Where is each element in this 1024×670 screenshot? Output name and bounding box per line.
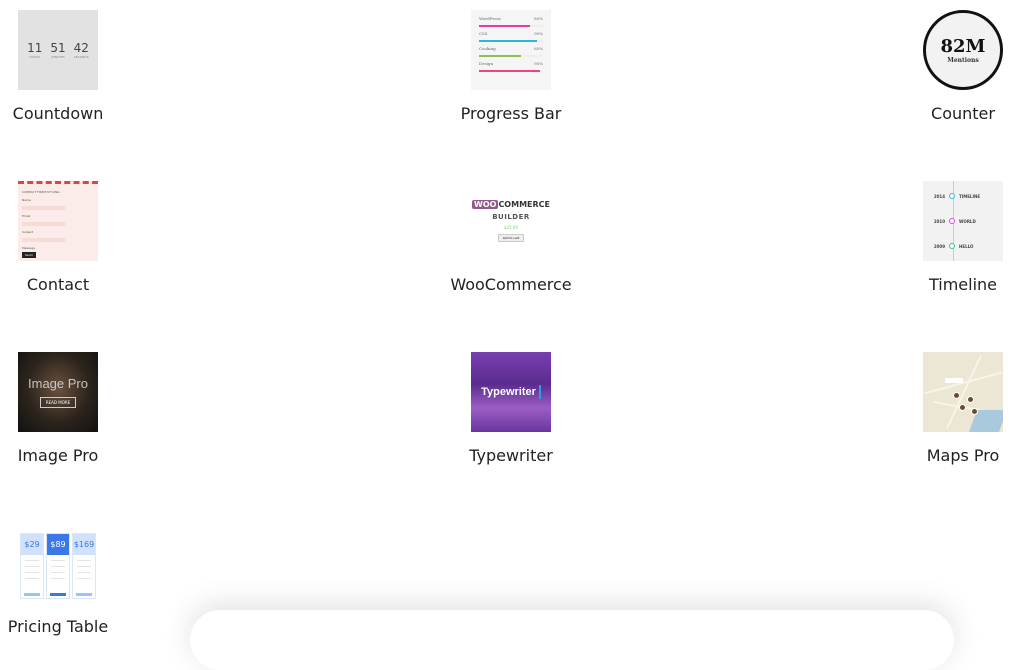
progress-name: WordPress [479,16,501,21]
add-to-cart-preview: Add to cart [497,234,525,242]
progress-row: Design 95% [479,61,543,72]
progress-row: Cooking 65% [479,46,543,57]
contact-thumbnail: CONTACT FORM STYLING Name Email Subject … [18,181,98,261]
progress-fill [479,70,540,72]
map-pin-icon [971,408,978,415]
price-standard: $89 [47,534,69,555]
progress-value: 80% [534,16,543,21]
widget-typewriter[interactable]: Typewriter Typewriter [431,352,591,465]
widget-counter[interactable]: 82M Mentions Counter [883,10,1024,123]
timeline-item: 2009 HELLO [929,243,973,249]
widget-image-pro[interactable]: Image Pro READ MORE Image Pro [0,352,138,465]
map-pin-icon [967,396,974,403]
image-pro-thumbnail: Image Pro READ MORE [18,352,98,432]
seconds-unit: SECONDS [73,55,89,59]
widget-label: Maps Pro [926,446,1000,465]
timeline-year: 2009 [933,243,945,249]
widget-label: Countdown [12,104,104,123]
field-label: Subject [22,230,34,234]
progress-value: 90% [534,31,543,36]
hours-unit: HOURS [29,55,41,59]
minutes-value: 51 [50,41,66,55]
progress-track [479,70,543,72]
counter-number: 82M [940,36,986,57]
progress-value: 65% [534,46,543,51]
read-more-preview: READ MORE [39,397,77,408]
progress-track [479,55,543,57]
typewriter-text: Typewriter [481,386,536,398]
widget-label: WooCommerce [450,275,572,294]
price-basic: $29 [21,534,43,555]
map-pin-icon [959,404,966,411]
progress-fill [479,40,537,42]
widget-label: Counter [931,104,995,123]
timeline-dot-icon [949,193,955,199]
price-premium: $169 [73,534,95,555]
widget-label: Image Pro [17,446,99,465]
cursor-icon [538,385,541,399]
progress-name: Design [479,61,494,66]
progress-value: 95% [534,61,543,66]
timeline-thumbnail: 2014 TIMELINE 2010 WORLD 2009 HELLO [923,181,1003,261]
progress-track [479,40,543,42]
map-thumbnail [923,352,1003,432]
typewriter-thumbnail: Typewriter [471,352,551,432]
minutes-unit: MINUTES [51,55,65,59]
hours-value: 11 [27,41,43,55]
bottom-panel-shadow [190,610,954,670]
pricing-table-thumbnail: $29 $89 $169 [18,523,98,603]
widget-contact[interactable]: CONTACT FORM STYLING Name Email Subject … [0,181,138,294]
timeline-text: HELLO [959,243,974,249]
timeline-item: 2014 TIMELINE [929,193,980,199]
progress-bar-thumbnail: WordPress 80% CSS 90% Cooking 65% Design 95% [471,10,551,90]
builder-title: BUILDER [492,213,530,221]
field-label: Name [22,198,31,202]
timeline-item: 2010 WORLD [929,218,976,224]
timeline-dot-icon [949,218,955,224]
contact-form-title: CONTACT FORM STYLING [22,190,60,194]
map-pin-icon [953,392,960,399]
progress-row: WordPress 80% [479,16,543,27]
price: $25.00 [504,225,518,230]
widget-label: Typewriter [469,446,553,465]
timeline-text: WORLD [959,218,976,224]
progress-name: Cooking [479,46,496,51]
progress-row: CSS 90% [479,31,543,42]
timeline-text: TIMELINE [959,193,981,199]
widget-maps-pro[interactable]: Maps Pro [883,352,1024,465]
progress-fill [479,55,521,57]
image-pro-title: Image Pro [28,376,88,391]
field-label: Email [22,214,31,218]
counter-thumbnail: 82M Mentions [923,10,1003,90]
progress-name: CSS [479,31,488,36]
send-button-preview: Send [22,252,36,258]
seconds-value: 42 [73,41,89,55]
timeline-year: 2014 [933,193,945,199]
progress-track [479,25,543,27]
timeline-year: 2010 [933,218,945,224]
widget-pricing-table[interactable]: $29 $89 $169 Pricing Table [0,523,138,636]
widget-label: Pricing Table [7,617,109,636]
widget-timeline[interactable]: 2014 TIMELINE 2010 WORLD 2009 HELLO Timeline [883,181,1024,294]
counter-caption: Mentions [947,57,979,64]
widget-label: Contact [26,275,90,294]
widget-label: Timeline [928,275,998,294]
widget-label: Progress Bar [460,104,562,123]
progress-fill [479,25,531,27]
field-label: Message [22,246,36,250]
widget-progress-bar[interactable]: WordPress 80% CSS 90% Cooking 65% Design 95% Pr… [431,10,591,123]
timeline-dot-icon [949,243,955,249]
